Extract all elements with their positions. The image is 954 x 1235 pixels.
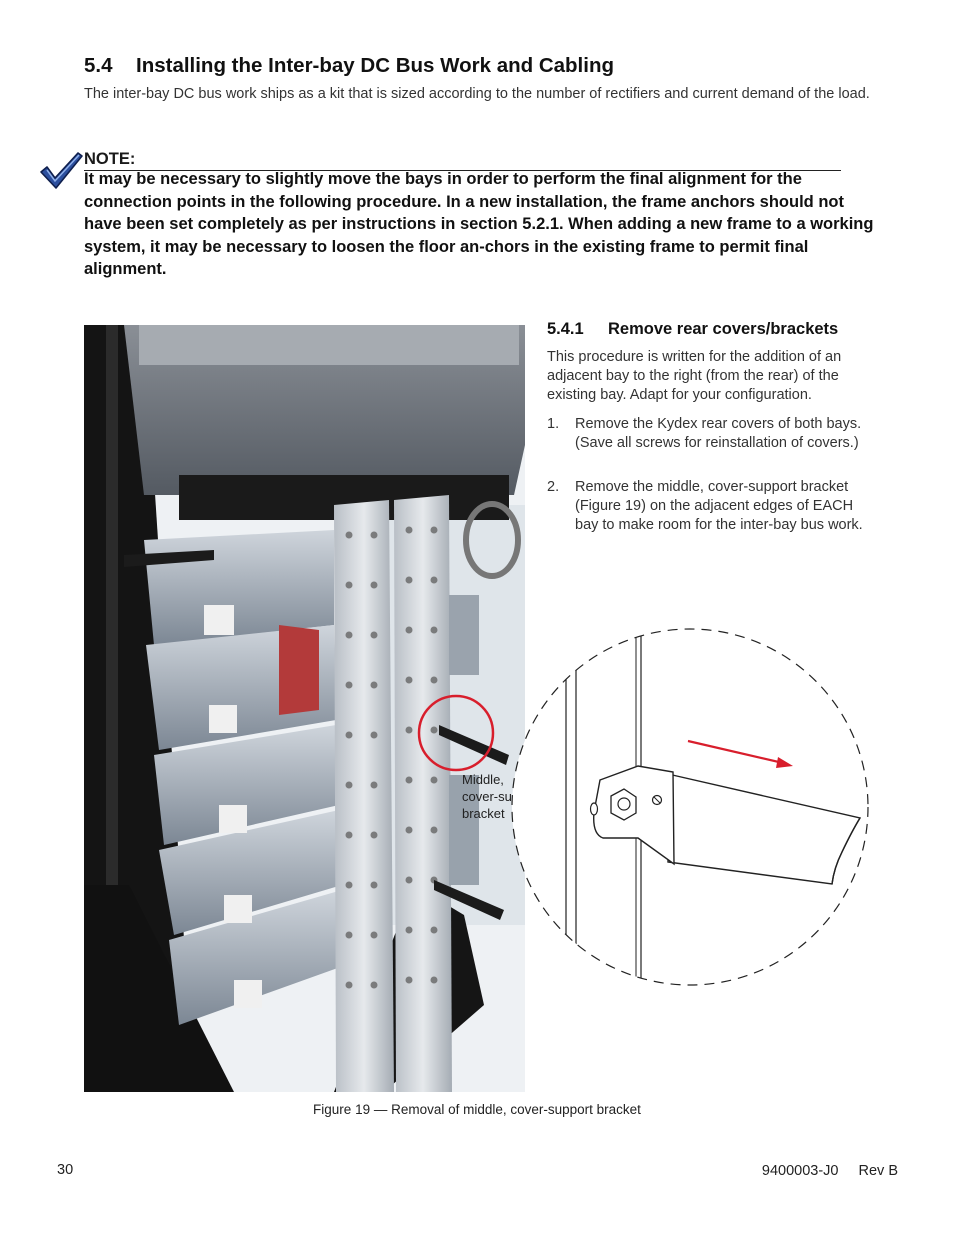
section-intro: The inter-bay DC bus work ships as a kit… [84, 86, 870, 102]
bracket-highlight-circle [417, 694, 495, 772]
bay-rear-photo [84, 325, 525, 1092]
note-label: NOTE: [84, 149, 841, 171]
document-id: 9400003-J0 Rev B [762, 1163, 898, 1179]
step-text: Remove the middle, cover-support bracket… [575, 479, 863, 533]
note-text: It may be necessary to slightly move the… [84, 170, 874, 279]
step-number: 1. [547, 416, 560, 432]
checkmark-icon [40, 152, 83, 189]
bracket-detail-drawing [511, 628, 869, 986]
subsection-title-text: Remove rear covers/brackets [608, 320, 839, 338]
revision: Rev B [858, 1163, 899, 1179]
callout-line: Middle, [462, 772, 504, 787]
figure-caption: Figure 19 — Removal of middle, cover-sup… [313, 1102, 641, 1117]
step-number: 2. [547, 479, 560, 495]
section-title-text: Installing the Inter-bay DC Bus Work and… [136, 54, 614, 77]
step-text: Remove the Kydex rear covers of both bay… [575, 416, 862, 451]
page-number: 30 [57, 1162, 74, 1178]
callout-line: bracket [462, 806, 505, 821]
subsection-number: 5.4.1 [547, 320, 584, 338]
section-number: 5.4 [84, 54, 113, 77]
section-title: 5.4 Installing the Inter-bay DC Bus Work … [84, 54, 614, 78]
subsection-title: 5.4.1 Remove rear covers/brackets [547, 320, 838, 339]
step-item: 1. Remove the Kydex rear covers of both … [547, 415, 877, 453]
subsection-intro: This procedure is written for the additi… [547, 349, 842, 403]
step-item: 2. Remove the middle, cover-support brac… [547, 478, 877, 535]
doc-number: 9400003-J0 [761, 1163, 839, 1179]
